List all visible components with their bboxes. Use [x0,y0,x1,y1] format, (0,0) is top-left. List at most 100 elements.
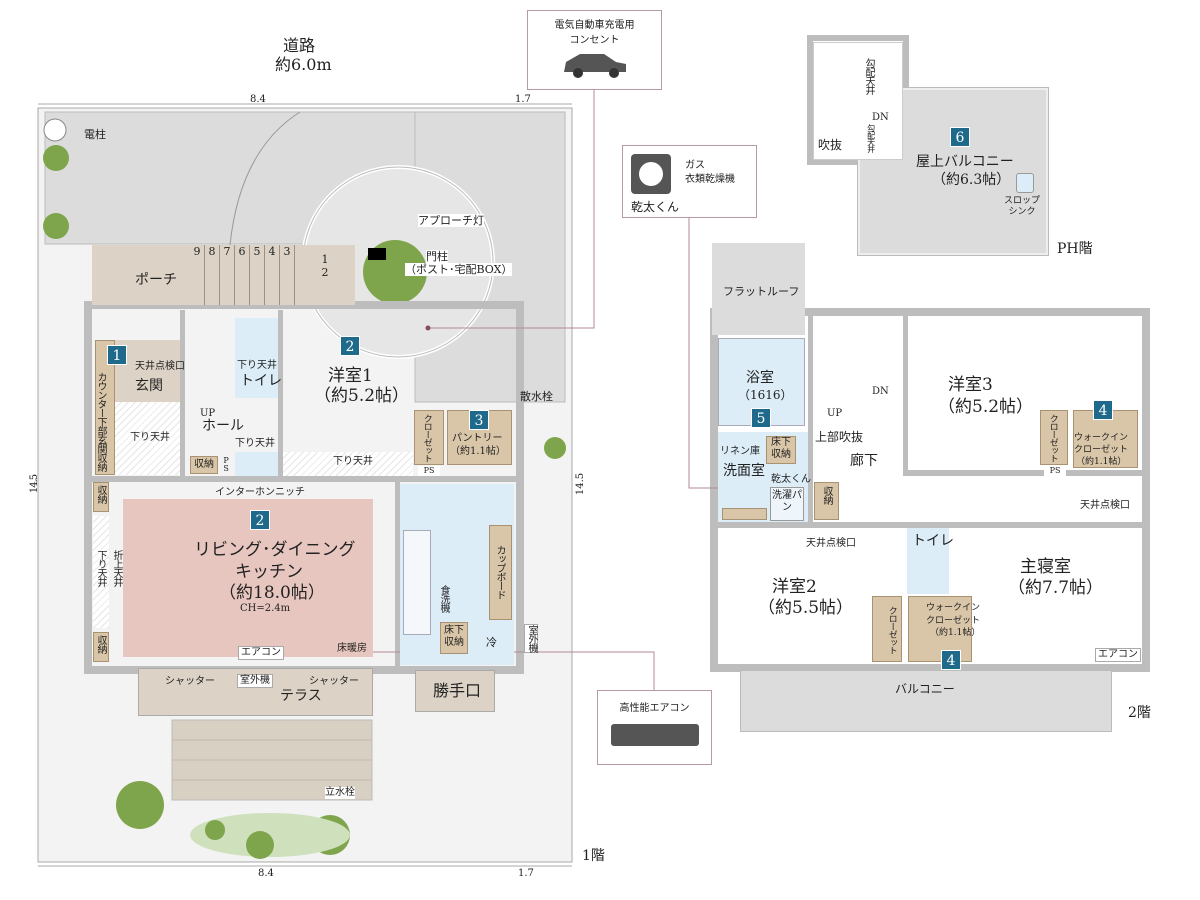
dryer-line1: ガス [685,160,705,171]
dishwasher-label: 食洗機 [438,585,449,612]
wic-b-label-2: クローゼット [926,616,981,626]
back-door-label: 勝手口 [433,681,482,700]
gate-post-label: 門柱 [426,250,448,264]
floor1-label: 1階 [582,848,605,864]
outdoor-unit-kitchen: 室外機 [524,624,538,653]
wic-a-size: （約1.1帖） [1076,457,1127,467]
linen-label: リネン庫 [720,446,760,457]
pantry-label: パントリー [452,433,503,444]
ldk-label-2: キッチン [235,562,303,582]
washing-pan: 洗濯パン [770,487,804,521]
flat-roof [712,243,805,335]
floor-heating: 床暖房 [337,643,367,654]
flat-roof-label: フラットルーフ [723,285,800,298]
ceiling-hatch-a: 天井点検口 [1080,500,1130,511]
master-bedroom-label: 主寝室 [1020,557,1071,577]
hall-note: 下り天井 [235,438,275,449]
dryer-label: 乾太くん [771,474,811,485]
room3-label: 洋室3 [948,375,993,395]
storage-a [93,482,109,512]
car-icon [563,54,626,78]
hall-up: UP [200,408,216,419]
corridor-label: 廊下 [850,453,878,469]
step: 5 [250,245,265,305]
storage-hall: 収納 [190,456,218,474]
ph-slope2: 勾配天井 [866,124,876,152]
stair-dn-2f: DN [872,386,889,397]
toilet-1f [235,318,278,398]
outdoor-unit-terrace: 室外機 [237,674,273,688]
entrance-label: 玄関 [135,378,163,394]
step: 4 [265,245,280,305]
closet-1f [414,410,444,465]
ps-1f: PS [418,466,440,476]
slop-sink-label: スロップシンク [1003,196,1040,217]
balcony-2f [740,670,1112,732]
cupboard [489,525,512,620]
badge-4-a: 4 [1093,400,1113,420]
step: 8 [205,245,220,305]
room1-dropped [283,452,413,476]
ph-label: PH階 [1057,241,1093,257]
ph-slope1: 勾配天井 [863,58,874,94]
road-label: 道路 [283,36,316,55]
step: 9 [190,245,205,305]
slop-sink [1016,173,1034,193]
storage-b-label: 収納 [95,635,106,653]
aircon-1f: エアコン [238,646,284,660]
room2-size: （約5.5帖） [758,598,854,618]
storage-a-label: 収納 [95,485,106,503]
ev-line1: 電気自動車充電用 [554,20,635,31]
shutter-a: シャッター [165,676,215,687]
badge-6: 6 [950,127,970,147]
washbasin [235,452,278,476]
entrance-storage [95,340,115,475]
storage-2f [814,482,839,520]
dim-top-b: 1.7 [515,94,531,105]
underfloor-2f: 床下収納 [766,436,796,464]
badge-2-ldk: 2 [250,510,270,530]
room1-size: （約5.2帖） [314,386,410,406]
badge-5: 5 [751,408,771,428]
room3-size: （約5.2帖） [938,397,1034,417]
storage-2f-label: 収納 [821,486,832,504]
back-door [415,670,495,712]
gate-post-note: （ポスト･宅配BOX） [405,263,513,277]
ldk-label-1: リビング･ダイニング [194,540,356,560]
step: 3 [280,245,295,305]
dropped-ceiling-area [115,402,180,475]
intercom-niche: インターホンニッチ [215,487,305,498]
aircon-icon [610,724,699,746]
badge-1: 1 [107,345,127,365]
floor2-label: 2階 [1128,705,1151,721]
dryer-icon [631,154,671,194]
dim-bottom-b: 1.7 [518,868,534,879]
underfloor-1f-label: 床下収納 [444,625,464,648]
dim-left: 14.5 [29,474,41,494]
dim-bottom-a: 8.4 [258,868,274,879]
room1-label: 洋室1 [328,366,373,386]
closet-2f-a [1040,410,1068,465]
wic-a-label-1: ウォークイン [1074,433,1129,443]
badge-4-b: 4 [941,650,961,670]
step: 7 [220,245,235,305]
room2-label: 洋室2 [772,577,817,597]
bath-label: 浴室 [746,370,774,386]
kitchen-counter [403,530,431,635]
step: 6 [235,245,250,305]
entrance-storage-label: カウンター下部玄関収納 [95,372,106,471]
ldk-size: （約18.0帖） [219,583,325,603]
aircon-callout-label: 高性能エアコン [619,703,690,714]
dropped2-label: 下り天井 [95,550,106,586]
standpipe-label: 立水栓 [325,787,355,799]
ps-hall: PS [221,456,231,472]
ph-void: 吹抜 [818,138,843,152]
closet-2f-a-label: クローゼット [1047,414,1058,462]
bath-size: （1616） [738,388,793,402]
porch [92,245,192,305]
underfloor-1f: 床下収納 [440,622,468,654]
entrance-note: 天井点検口 [135,361,185,372]
shutter-b: シャッター [309,676,359,687]
ph-dn: DN [872,112,889,123]
